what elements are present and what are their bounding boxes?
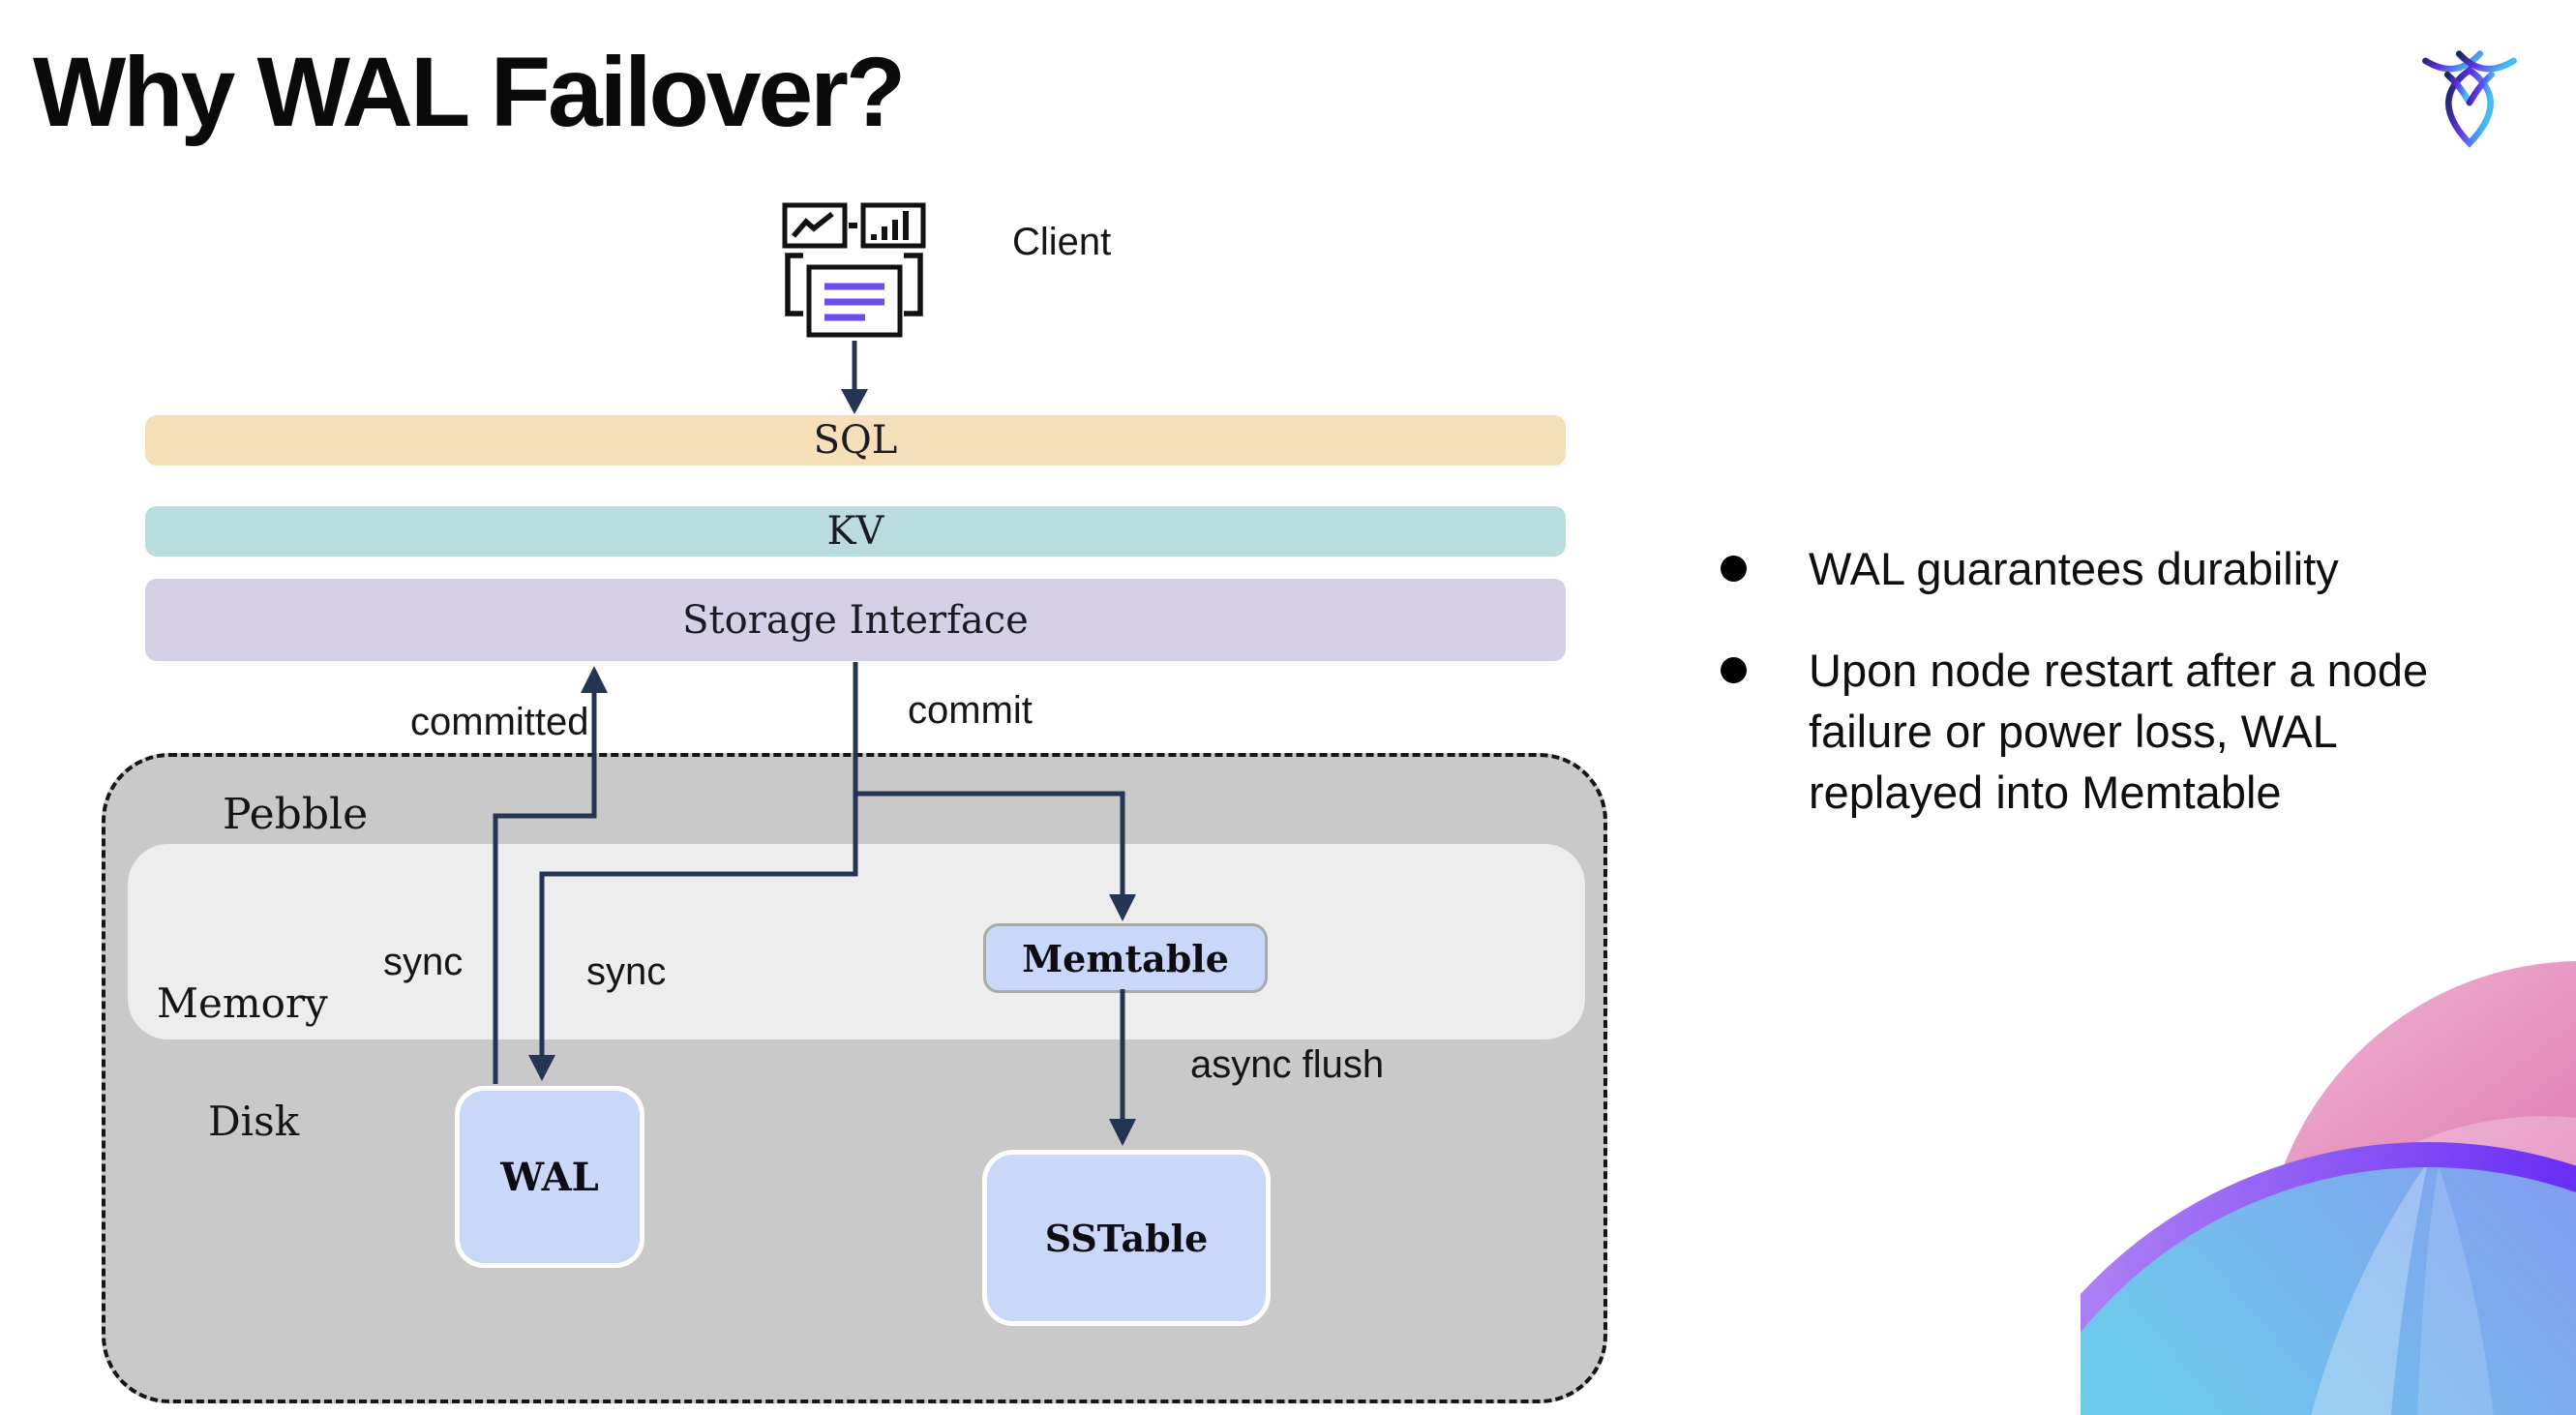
edge-label-sync-right: sync xyxy=(586,950,667,993)
bullet-text: WAL guarantees durability xyxy=(1809,543,2339,594)
purple-ring xyxy=(2081,1142,2576,1333)
list-item: WAL guarantees durability xyxy=(1721,538,2553,599)
client-label: Client xyxy=(1012,221,1112,263)
layer-sql: SQL xyxy=(145,415,1566,466)
wal-label: WAL xyxy=(500,1154,599,1200)
layer-kv: KV xyxy=(145,506,1566,557)
sstable-label: SSTable xyxy=(1044,1216,1209,1260)
layer-storage-interface: Storage Interface xyxy=(145,579,1566,661)
bullet-icon xyxy=(1721,556,1747,582)
edge-label-sync-left: sync xyxy=(383,941,464,983)
wal-node: WAL xyxy=(455,1086,644,1268)
disk-label: Disk xyxy=(208,1098,300,1145)
memtable-node: Memtable xyxy=(983,923,1268,993)
cockroach-brand-artwork-icon xyxy=(2081,961,2576,1415)
bullet-icon xyxy=(1721,657,1747,683)
client-dashboard-icon xyxy=(782,202,926,338)
memtable-label: Memtable xyxy=(1022,936,1229,980)
bullet-text: Upon node restart after a node failure o… xyxy=(1809,645,2429,818)
page-title: Why WAL Failover? xyxy=(33,37,906,147)
list-item: Upon node restart after a node failure o… xyxy=(1721,640,2553,823)
layer-sql-label: SQL xyxy=(813,418,898,463)
arrowhead-client-down xyxy=(841,389,868,414)
layer-storage-label: Storage Interface xyxy=(682,597,1029,643)
arrowhead-committed-up xyxy=(581,666,608,693)
edge-label-commit: commit xyxy=(908,689,1033,732)
sstable-node: SSTable xyxy=(982,1150,1271,1326)
cockroachdb-logo-icon xyxy=(2422,50,2517,148)
memory-band xyxy=(128,844,1585,1039)
layer-kv-label: KV xyxy=(826,509,884,554)
edge-label-committed: committed xyxy=(410,701,589,743)
memory-label: Memory xyxy=(157,979,328,1027)
edge-label-async-flush: async flush xyxy=(1190,1043,1385,1086)
pebble-label: Pebble xyxy=(223,790,369,839)
bullet-list: WAL guarantees durability Upon node rest… xyxy=(1721,538,2553,863)
